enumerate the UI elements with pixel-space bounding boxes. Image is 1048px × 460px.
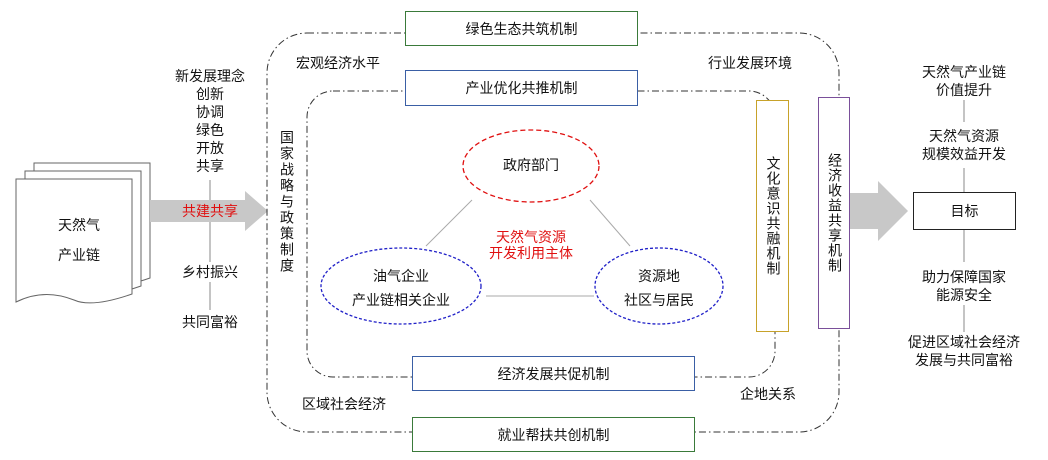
government-ellipse	[462, 129, 600, 203]
common-prosperity: 共同富裕	[182, 315, 238, 331]
green-ecology-mechanism: 绿色生态共筑机制	[405, 11, 638, 46]
subject-line-1: 天然气资源	[496, 230, 566, 246]
rural-revitalization: 乡村振兴	[182, 265, 238, 281]
community-line-2: 社区与居民	[624, 293, 694, 309]
economic-benefit-sharing-mechanism: 经济收益共享机制	[818, 97, 850, 329]
concept-green: 绿色	[196, 123, 224, 139]
economic-development-mechanism: 经济发展共促机制	[412, 356, 695, 391]
co-build-label: 共建共享	[182, 204, 238, 220]
corner-industry-environment: 行业发展环境	[708, 56, 792, 72]
industry-optimization-mechanism: 产业优化共推机制	[405, 70, 638, 106]
document-line-2: 产业链	[58, 248, 100, 264]
culture-integration-mechanism: 文化意识共融机制	[756, 100, 789, 332]
concept-innovation: 创新	[196, 87, 224, 103]
left-arrow-shape	[150, 191, 268, 231]
goal-top1-line-1: 天然气产业链	[922, 65, 1006, 81]
community-line-1: 资源地	[638, 269, 680, 285]
concept-coordination: 协调	[196, 105, 224, 121]
employment-assistance-mechanism: 就业帮扶共创机制	[412, 417, 695, 452]
goal-top1-line-2: 价值提升	[936, 83, 992, 99]
corner-regional-economy: 区域社会经济	[302, 397, 386, 413]
enterprise-ellipse	[320, 247, 482, 325]
document-line-1: 天然气	[58, 218, 100, 234]
enterprise-line-2: 产业链相关企业	[352, 293, 450, 309]
concept-sharing: 共享	[196, 159, 224, 175]
goal-bottom1-line-2: 能源安全	[936, 288, 992, 304]
enterprise-line-1: 油气企业	[373, 269, 429, 285]
concept-new-development: 新发展理念	[175, 69, 245, 85]
subject-line-2: 开发利用主体	[489, 246, 573, 262]
corner-macro-economy: 宏观经济水平	[296, 56, 380, 72]
goal-top2-line-2: 规模效益开发	[922, 147, 1006, 163]
corner-enterprise-relations: 企地关系	[740, 387, 796, 403]
document-stack-icon	[15, 162, 151, 304]
goal-bottom1-line-1: 助力保障国家	[922, 270, 1006, 286]
goal-box: 目标	[913, 192, 1016, 230]
policy-vertical: 国家战略与政策制度	[278, 130, 294, 274]
right-arrow-shape	[842, 181, 908, 241]
community-ellipse	[594, 247, 724, 325]
goal-bottom2-line-1: 促进区域社会经济	[908, 335, 1020, 351]
goal-bottom2-line-2: 发展与共同富裕	[915, 353, 1013, 369]
concept-openness: 开放	[196, 141, 224, 157]
government-label: 政府部门	[503, 158, 559, 174]
goal-top2-line-1: 天然气资源	[929, 129, 999, 145]
